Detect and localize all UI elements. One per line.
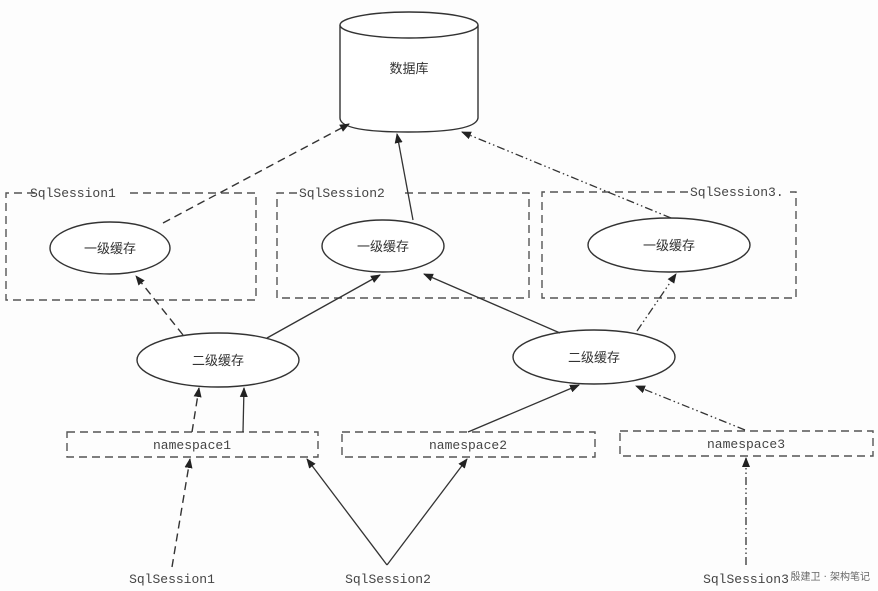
client-sqlsession2-label: SqlSession2	[345, 572, 431, 587]
level1-cache-1: 一级缓存	[49, 221, 171, 275]
client-sqlsession1-label: SqlSession1	[129, 572, 215, 587]
edge-client2-to-namespace1	[306, 458, 388, 566]
edge-namespace2-to-l2cache2	[467, 384, 580, 433]
edge-l1cache1-to-database	[162, 123, 350, 224]
level2-cache-1-label: 二级缓存	[192, 354, 244, 369]
client-sqlsession3-label: SqlSession3	[703, 572, 789, 587]
edge-l1cache3-to-database	[461, 131, 672, 219]
watermark: 殷建卫 · 架构笔记	[790, 572, 870, 583]
namespace-box-1-label: namespace1	[153, 438, 231, 453]
level2-cache-2: 二级缓存	[512, 329, 676, 385]
session-box-1-label: SqlSession1	[30, 186, 116, 201]
namespace-box-3-label: namespace3	[707, 437, 785, 452]
edge-l2cache1-to-l1cache1	[135, 275, 184, 336]
database-node: 数据库	[339, 11, 479, 133]
level1-cache-3-label: 一级缓存	[643, 239, 695, 254]
edge-l2cache2-to-l1cache2	[423, 273, 561, 334]
level1-cache-2-label: 一级缓存	[357, 240, 409, 255]
database-label: 数据库	[389, 61, 428, 77]
edge-namespace1-to-l2cache1-solid	[239, 387, 248, 433]
edge-client2-to-namespace2	[386, 458, 468, 566]
namespace-box-1: namespace1	[66, 431, 319, 458]
namespace-box-2-label: namespace2	[429, 438, 507, 453]
session-box-3-label: SqlSession3.	[690, 185, 784, 200]
edge-l2cache1-to-l1cache2	[266, 274, 381, 339]
level2-cache-1: 二级缓存	[136, 332, 300, 388]
session-box-2-label: SqlSession2	[299, 186, 385, 201]
namespace-box-2: namespace2	[341, 431, 596, 458]
level2-cache-2-label: 二级缓存	[568, 351, 620, 366]
edge-namespace3-to-l2cache2	[635, 385, 746, 431]
level1-cache-3: 一级缓存	[587, 217, 751, 273]
edge-l2cache2-to-l1cache3	[636, 273, 677, 332]
namespace-box-3: namespace3	[619, 430, 874, 457]
edge-client1-to-namespace1	[171, 458, 193, 568]
session-box-2: SqlSession2	[276, 186, 530, 299]
edge-namespace1-to-l2cache1	[191, 387, 202, 433]
level1-cache-2: 一级缓存	[321, 219, 445, 273]
edge-l1cache2-to-database	[394, 133, 414, 221]
session-box-1: SqlSession1	[5, 186, 257, 301]
level1-cache-1-label: 一级缓存	[84, 242, 136, 257]
session-box-3: SqlSession3.	[541, 185, 797, 299]
